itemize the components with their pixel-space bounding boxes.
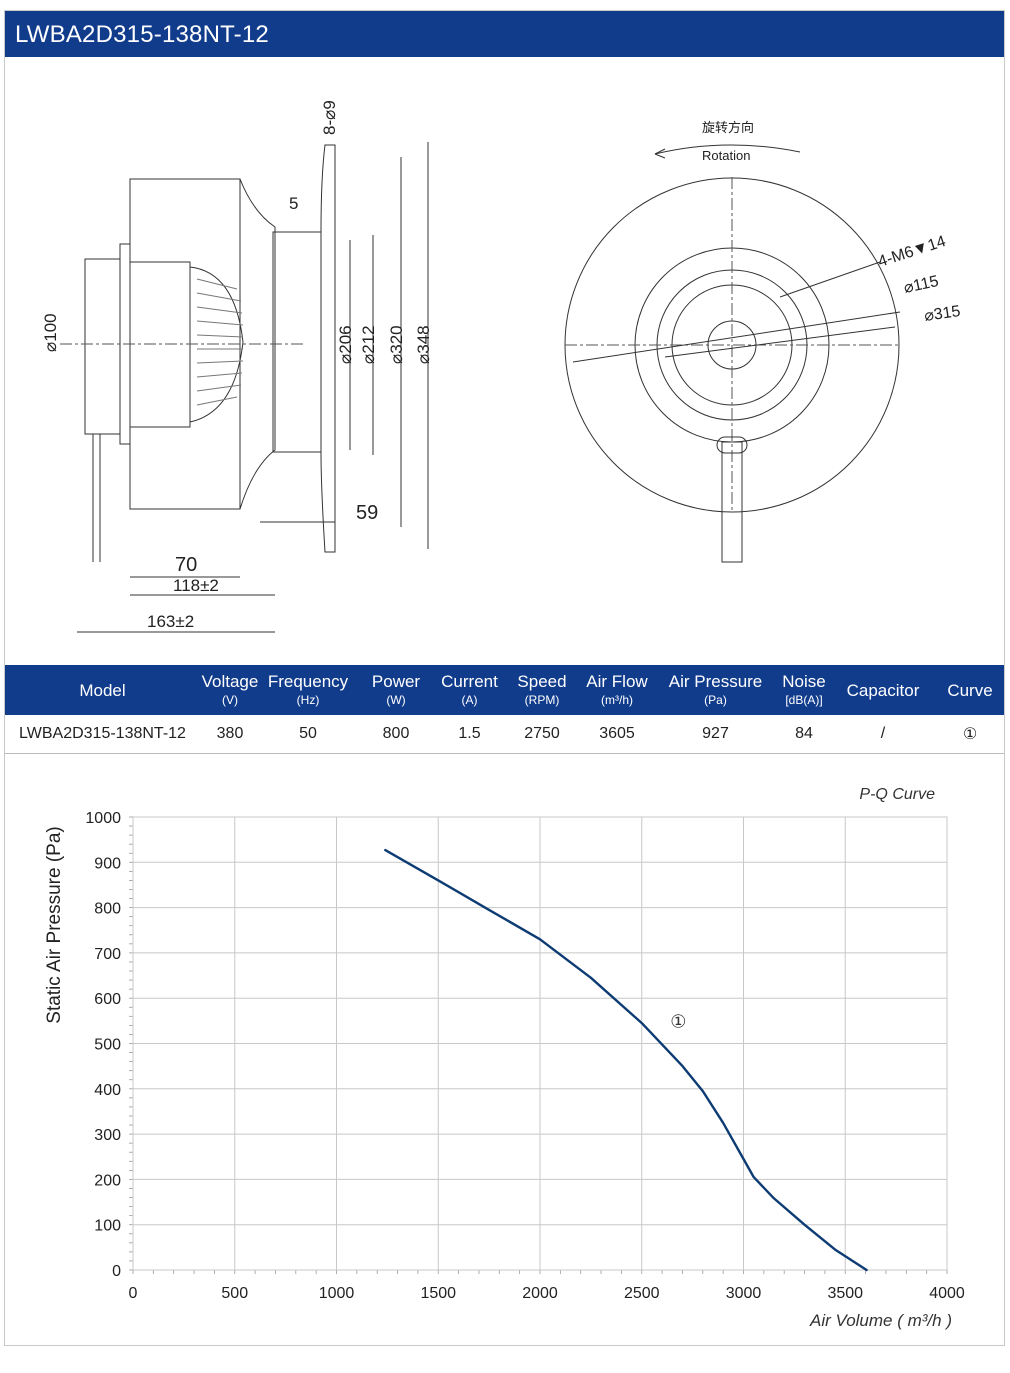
dim-d320: ⌀320 [387,325,406,364]
rotation-cn: 旋转方向 [702,120,754,135]
terminal-box [84,258,121,435]
dim-d212: ⌀212 [359,325,378,364]
col-capacitor: Capacitor [846,680,920,700]
dim-118: 118±2 [173,576,219,595]
x-tick-label: 2000 [522,1285,558,1302]
dim-d206: ⌀206 [336,325,355,364]
y-tick-label: 500 [94,1037,121,1054]
dim-8-holes: 8-⌀9 [320,100,339,135]
chart-title: P-Q Curve [859,786,935,803]
y-tick-label: 400 [94,1082,121,1099]
col-curve: Curve [947,680,993,700]
dim-d115: ⌀115 [902,273,940,297]
technical-drawing: 8-⌀9 5 ⌀100 ⌀206 ⌀212 ⌀320 ⌀348 59 70 11… [5,57,1004,665]
y-tick-label: 600 [94,991,121,1008]
x-tick-label: 3500 [827,1285,863,1302]
specs-table: Model Voltage(V) Frequency(Hz) Power(W) … [5,665,1004,754]
cell-speed: 2750 [524,724,560,742]
dim-163: 163±2 [147,612,194,631]
x-tick-label: 1000 [319,1285,355,1302]
dim-m6: 4-M6▼14 [876,233,948,271]
inlet-ring [272,231,322,453]
x-tick-label: 3000 [726,1285,762,1302]
col-current: Current(A) [441,672,498,707]
series-label-1: ① [670,1012,686,1032]
cell-voltage: 380 [216,724,244,742]
y-tick-label: 900 [94,855,121,872]
y-tick-label: 200 [94,1172,121,1189]
page-header: LWBA2D315-138NT-12 [5,11,1004,57]
cell-curve: ① [962,725,978,743]
x-tick-label: 2500 [624,1285,660,1302]
x-tick-label: 4000 [929,1285,965,1302]
col-voltage: Voltage(V) [201,672,259,707]
x-tick-label: 500 [221,1285,248,1302]
y-tick-label: 800 [94,901,121,918]
y-tick-label: 700 [94,946,121,963]
y-tick-label: 100 [94,1218,121,1235]
col-air-flow: Air Flow(m³/h) [586,672,648,707]
y-tick-label: 0 [112,1263,121,1280]
col-power: Power(W) [371,672,421,707]
y-axis-label: Static Air Pressure (Pa) [44,826,65,1023]
cell-noise: 84 [795,724,813,742]
cell-air-flow: 3605 [599,724,635,742]
y-tick-label: 300 [94,1127,121,1144]
x-axis-label: Air Volume ( m³/h ) [809,1311,952,1330]
dim-70: 70 [175,554,197,576]
cell-power: 800 [382,724,410,742]
page-title: LWBA2D315-138NT-12 [15,21,269,48]
y-tick-label: 1000 [85,810,121,827]
rotation-en: Rotation [702,148,750,163]
series-line-1 [384,848,868,1272]
dim-d315: ⌀315 [923,303,961,325]
x-tick-label: 0 [129,1285,138,1302]
cell-model: LWBA2D315-138NT-12 [19,724,186,742]
col-frequency: Frequency(Hz) [267,672,349,707]
dim-5: 5 [289,194,298,213]
x-tick-label: 1500 [420,1285,456,1302]
dim-59: 59 [356,502,378,524]
cell-current: 1.5 [458,724,481,742]
dim-d348: ⌀348 [414,325,433,364]
dim-d100: ⌀100 [41,313,60,352]
pq-chart: 0 100 200 300 400 500 600 700 800 900 1000 0 500 1000… [5,760,1004,1345]
cell-capacitor: / [880,724,886,742]
col-air-pressure: Air Pressure(Pa) [668,672,763,707]
specs-header-row: Model Voltage(V) Frequency(Hz) Power(W) … [5,665,1004,715]
cell-air-pressure: 927 [702,724,729,742]
col-noise: Noise[dB(A)] [782,672,826,707]
col-model: Model [79,680,126,700]
table-row: LWBA2D315-138NT-12 380 50 800 1.5 2750 3… [5,715,1004,752]
page-frame [4,10,1005,1346]
cell-frequency: 50 [299,724,317,742]
col-speed: Speed(RPM) [517,672,567,707]
